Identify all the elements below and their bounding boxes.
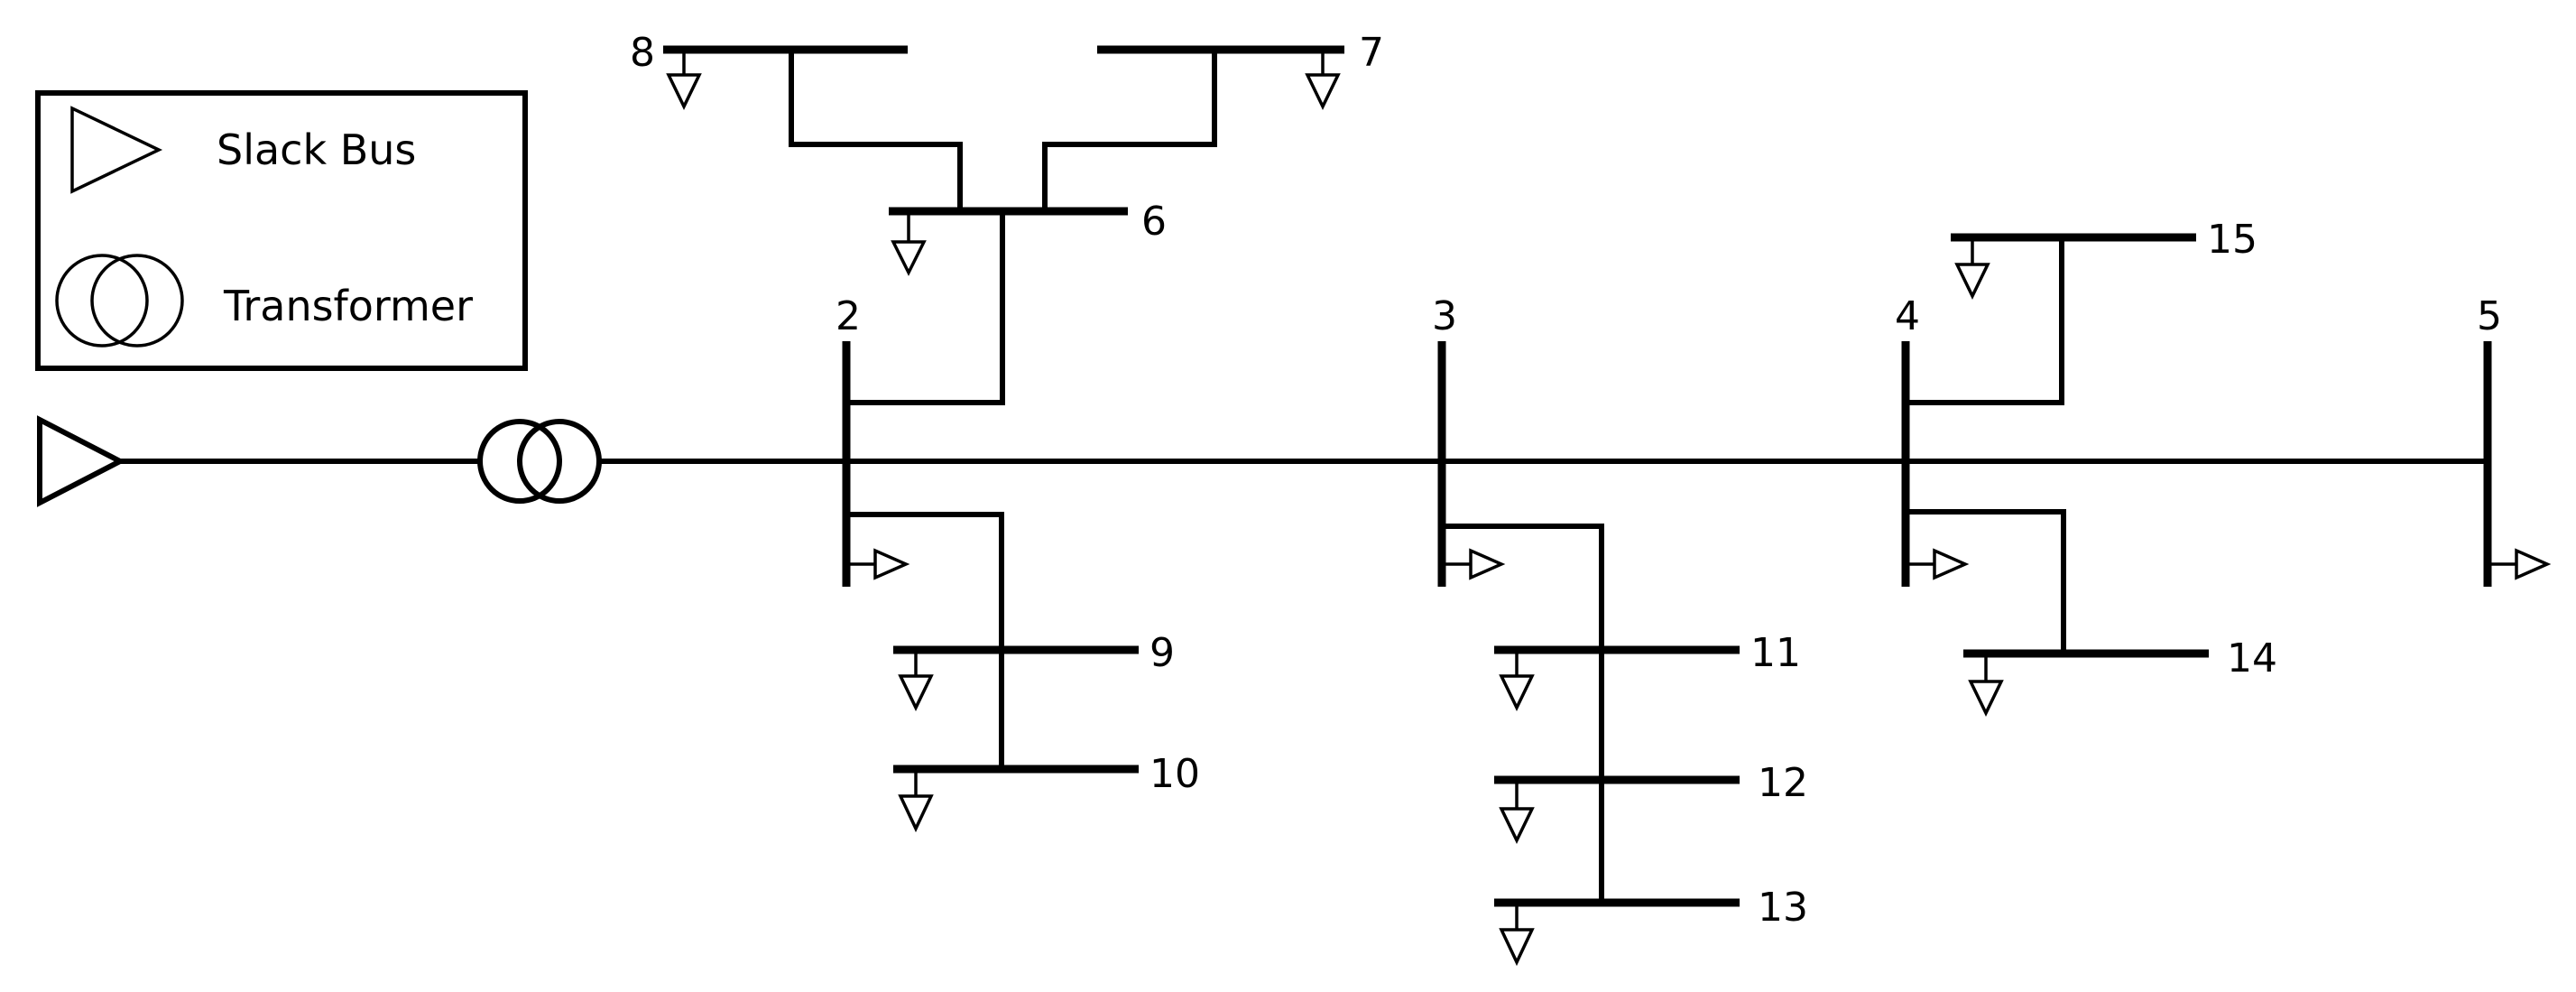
legend-frame <box>35 90 528 371</box>
bus-label-10: 10 <box>1150 751 1200 797</box>
line-3-11-12-13 <box>1442 524 1604 903</box>
line-2-9-10 <box>846 512 1004 769</box>
bus-label-3: 3 <box>1432 293 1457 339</box>
load-icon <box>666 73 702 111</box>
bus-label-7: 7 <box>1359 30 1384 76</box>
load-icon <box>1499 674 1535 712</box>
line-4-14 <box>1906 509 2066 654</box>
transformer-icon <box>55 254 184 348</box>
load-icon <box>1305 73 1341 111</box>
load-icon <box>1499 928 1535 967</box>
line-4-15 <box>1906 237 2064 405</box>
bus-label-12: 12 <box>1758 760 1808 806</box>
load-icon <box>898 674 934 712</box>
load-icon <box>1933 548 1970 580</box>
legend-transformer-label: Transformer <box>223 282 473 330</box>
bus-label-11: 11 <box>1750 630 1801 676</box>
load-icon <box>898 794 934 833</box>
load-icon <box>1968 680 2004 718</box>
bus-label-4: 4 <box>1895 293 1920 339</box>
line-2-6 <box>846 211 1005 405</box>
legend: Slack Bus Transformer <box>35 90 528 371</box>
bus-label-2: 2 <box>836 293 861 339</box>
bus-label-9: 9 <box>1150 630 1175 676</box>
load-icon <box>891 240 927 276</box>
bus-label-13: 13 <box>1758 885 1808 931</box>
line-6-7 <box>1042 50 1217 211</box>
bus-label-5: 5 <box>2477 293 2502 339</box>
load-icon <box>873 548 910 580</box>
load-icon <box>2515 548 2552 580</box>
line-6-8 <box>789 50 963 211</box>
bus-label-14: 14 <box>2227 635 2277 681</box>
load-icon <box>1954 263 1990 301</box>
transformer-icon <box>477 419 602 504</box>
slack-bus-icon <box>70 106 163 194</box>
load-icon <box>1499 807 1535 845</box>
bus-label-8: 8 <box>630 30 655 76</box>
load-icon <box>1469 548 1506 580</box>
slack-bus-icon <box>37 415 126 507</box>
bus-label-6: 6 <box>1141 199 1167 245</box>
legend-slack-label: Slack Bus <box>217 125 416 174</box>
bus-label-15: 15 <box>2207 217 2257 263</box>
